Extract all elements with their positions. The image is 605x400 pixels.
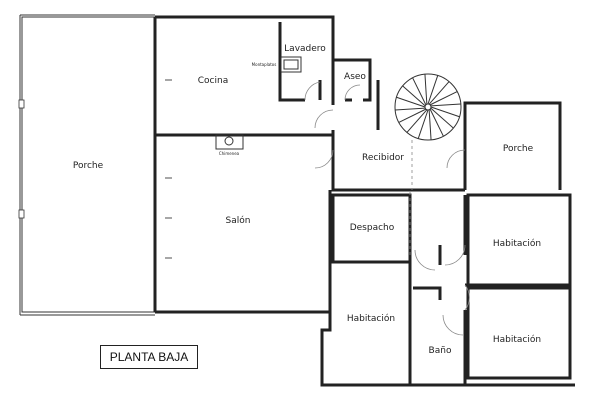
- room-label-bano: Baño: [429, 346, 452, 356]
- room-label-porche-left: Porche: [73, 161, 104, 171]
- stair-step: [398, 108, 427, 123]
- room-label-habitacion-2: Habitación: [347, 313, 395, 324]
- stair-step: [427, 75, 439, 105]
- room-label-habitacion-1: Habitación: [493, 238, 541, 249]
- room-label-aseo: Aseo: [344, 72, 366, 82]
- stair-step: [428, 109, 432, 140]
- montaplatos-symbol: [280, 56, 302, 73]
- entry-arrows: [165, 79, 172, 259]
- room-label-cocina: Cocina: [198, 76, 228, 86]
- stair-step: [406, 109, 428, 133]
- door-swings: [304, 81, 470, 336]
- stair-step: [429, 91, 458, 106]
- label-montaplatos: Montaplatos: [252, 62, 277, 67]
- stair-step: [424, 74, 428, 105]
- room-label-porche-right: Porche: [503, 144, 534, 154]
- room-label-despacho: Despacho: [350, 223, 395, 233]
- stair-step: [430, 103, 461, 107]
- stair-step: [430, 106, 460, 118]
- stair-step: [430, 107, 454, 129]
- plan-title: PLANTA BAJA: [100, 345, 198, 369]
- chimenea-symbol: [215, 134, 244, 150]
- stair-step: [395, 107, 426, 111]
- stair-step: [402, 85, 426, 107]
- spiral-staircase: [394, 73, 462, 141]
- room-label-salon: Salón: [226, 215, 251, 226]
- label-chimenea: Chimenea: [219, 151, 240, 156]
- stair-step: [429, 108, 444, 137]
- stair-step: [396, 96, 426, 108]
- room-label-habitacion-3: Habitación: [493, 334, 541, 345]
- porche-left-outline: [18, 14, 155, 316]
- stair-step: [417, 109, 429, 139]
- stair-step: [428, 81, 450, 105]
- room-label-recibidor: Recibidor: [362, 153, 404, 163]
- stair-step: [412, 77, 427, 106]
- room-label-lavadero: Lavadero: [284, 44, 326, 54]
